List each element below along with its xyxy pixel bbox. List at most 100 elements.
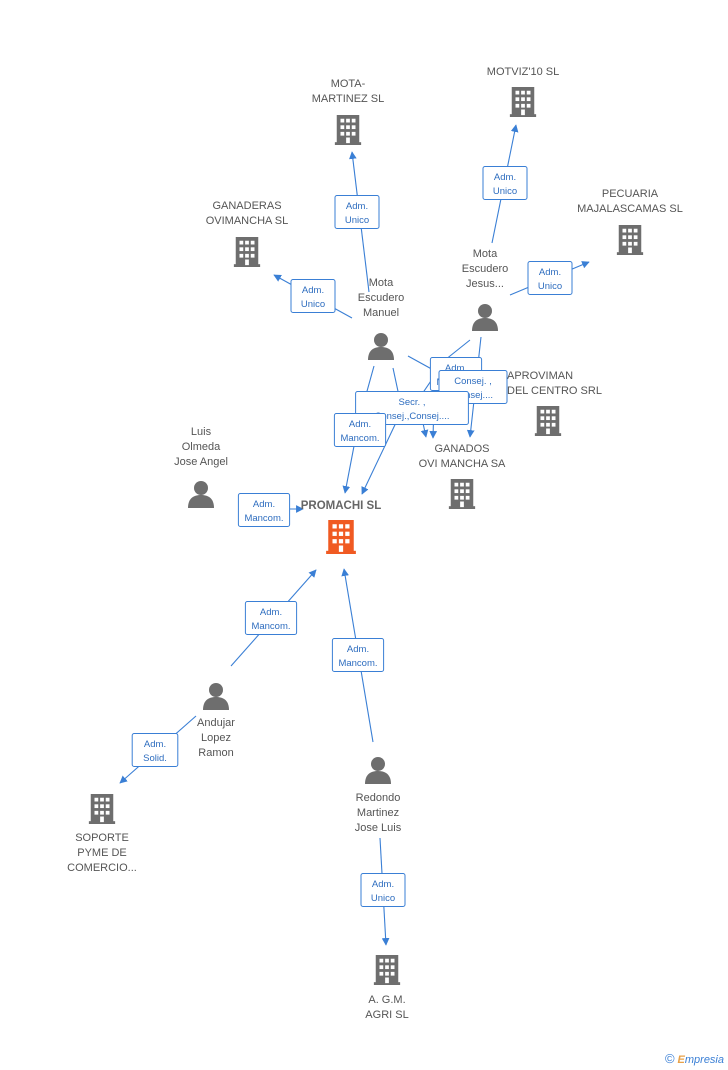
edge-role-text: Adm. — [302, 285, 324, 296]
edge-role-text: Adm. — [494, 172, 516, 183]
edge-role-text: Adm. — [445, 363, 467, 374]
edge-role-label[interactable]: Adm.Mancom. — [237, 493, 291, 527]
edge-role-text: Unico — [345, 215, 369, 226]
brand-initial: E — [677, 1054, 685, 1066]
edge-role-box — [237, 493, 291, 527]
building-icon — [509, 87, 537, 117]
node-label: GANADOS — [434, 443, 489, 455]
node-label: AGRI SL — [365, 1009, 408, 1021]
edge-labels-layer: Adm.UnicoAdm.UnicoAdm.UnicoAdm.UnicoAdm.… — [131, 166, 573, 907]
node-mota_jesus[interactable]: MotaEscuderoJesus... — [462, 248, 508, 331]
edge-role-label[interactable]: Adm. Unico — [334, 195, 380, 229]
edge-role-box — [244, 601, 298, 635]
node-label: MAJALASCAMAS SL — [577, 203, 683, 215]
node-pecuaria[interactable]: PECUARIA MAJALASCAMAS SL — [577, 188, 683, 255]
edge-role-text: Secr. , — [399, 397, 426, 408]
edge-role-label[interactable]: Adm. Unico — [360, 873, 406, 907]
edge-role-label[interactable]: Adm. Mancom. — [331, 638, 385, 672]
building-icon — [88, 794, 116, 824]
edge-role-text: Adm. — [349, 419, 371, 430]
edge-role-box — [360, 873, 406, 907]
edge-role-text: Mancom. — [340, 433, 379, 444]
edge-role-text: Consej.,Consej.... — [375, 411, 450, 422]
edge-role-text: Adm. — [260, 607, 282, 618]
node-aproviman[interactable]: APROVIMAN DEL CENTRO SRL — [507, 370, 602, 436]
node-label: PROMACHI SL — [301, 500, 382, 512]
person-icon — [472, 304, 498, 331]
edge-role-text: Unico — [301, 299, 325, 310]
node-label: SOPORTE — [75, 832, 129, 844]
person-icon — [188, 481, 214, 508]
brand-name: mpresia — [684, 1054, 724, 1066]
node-soporte[interactable]: SOPORTE PYME DE COMERCIO... — [67, 794, 137, 874]
node-label: Olmeda — [182, 441, 221, 453]
edge-role-box — [527, 261, 573, 295]
node-label: PYME DE — [77, 847, 127, 859]
edge-role-label[interactable]: Adm. Unico — [482, 166, 528, 200]
node-mota_martinez[interactable]: MOTA- MARTINEZ SL — [312, 78, 385, 145]
node-promachi[interactable]: PROMACHI SL — [301, 500, 382, 554]
node-label: Redondo — [356, 792, 401, 804]
node-label: Escudero — [358, 292, 404, 304]
person-icon — [368, 333, 394, 360]
edge-role-text: Unico — [371, 893, 395, 904]
edge-role-label[interactable]: Adm. Mancom. — [244, 601, 298, 635]
node-label: PECUARIA — [602, 188, 659, 200]
edge-role-label[interactable]: Adm. Mancom. — [333, 413, 387, 447]
node-label: DEL CENTRO SRL — [507, 385, 602, 397]
edge-role-box — [334, 195, 380, 229]
node-label: MOTA- — [331, 78, 366, 90]
building-icon — [373, 955, 401, 985]
edge-role-text: Unico — [538, 281, 562, 292]
edge-role-text: Adm. — [253, 499, 275, 510]
edge-role-box — [290, 279, 336, 313]
node-label: Jose Angel — [174, 456, 228, 468]
building-icon — [534, 406, 562, 436]
node-motviz[interactable]: MOTVIZ'10 SL — [487, 66, 559, 117]
person-icon — [365, 757, 391, 784]
edge-role-text: Solid. — [143, 753, 167, 764]
building-icon — [448, 479, 476, 509]
edge-role-text: Adm. — [372, 879, 394, 890]
edge-role-text: Adm. — [346, 201, 368, 212]
node-label: Mota — [369, 277, 394, 289]
copyright-symbol: © — [664, 1051, 675, 1066]
edge-role-text: Mancom. — [251, 621, 290, 632]
node-label: Ramon — [198, 747, 233, 759]
edge-role-label[interactable]: Adm. Unico — [527, 261, 573, 295]
edge-role-box — [131, 733, 179, 767]
edge-role-text: Mancom. — [338, 658, 377, 669]
node-label: Mota — [473, 248, 498, 260]
node-label: MOTVIZ'10 SL — [487, 66, 559, 78]
edge-role-label[interactable]: Adm. Unico — [290, 279, 336, 313]
node-label: APROVIMAN — [507, 370, 573, 382]
edge-role-text: Unico — [493, 186, 517, 197]
node-label: GANADERAS — [212, 200, 281, 212]
node-label: Lopez — [201, 732, 231, 744]
node-label: Manuel — [363, 307, 399, 319]
node-label: COMERCIO... — [67, 862, 137, 874]
edge-role-text: Adm. — [347, 644, 369, 655]
edge-role-box — [333, 413, 387, 447]
node-label: MARTINEZ SL — [312, 93, 385, 105]
node-label: Jesus... — [466, 278, 504, 290]
edge-role-text: Consej. , — [454, 376, 492, 387]
edge-role-box — [482, 166, 528, 200]
node-label: A. G.M. — [368, 994, 405, 1006]
person-icon — [203, 683, 229, 710]
edge-role-text: Adm. — [144, 739, 166, 750]
node-label: OVI MANCHA SA — [419, 458, 506, 470]
edge-role-text: Adm. — [539, 267, 561, 278]
node-label: Martinez — [357, 807, 399, 819]
building-icon — [334, 115, 362, 145]
node-ganados[interactable]: GANADOS OVI MANCHA SA — [419, 443, 506, 509]
edge-role-label[interactable]: Adm. Solid. — [131, 733, 179, 767]
edge-role-text: Consej.... — [453, 390, 493, 401]
empresia-watermark: ©Empresia — [665, 1051, 724, 1066]
node-agm[interactable]: A. G.M. AGRI SL — [365, 955, 409, 1021]
